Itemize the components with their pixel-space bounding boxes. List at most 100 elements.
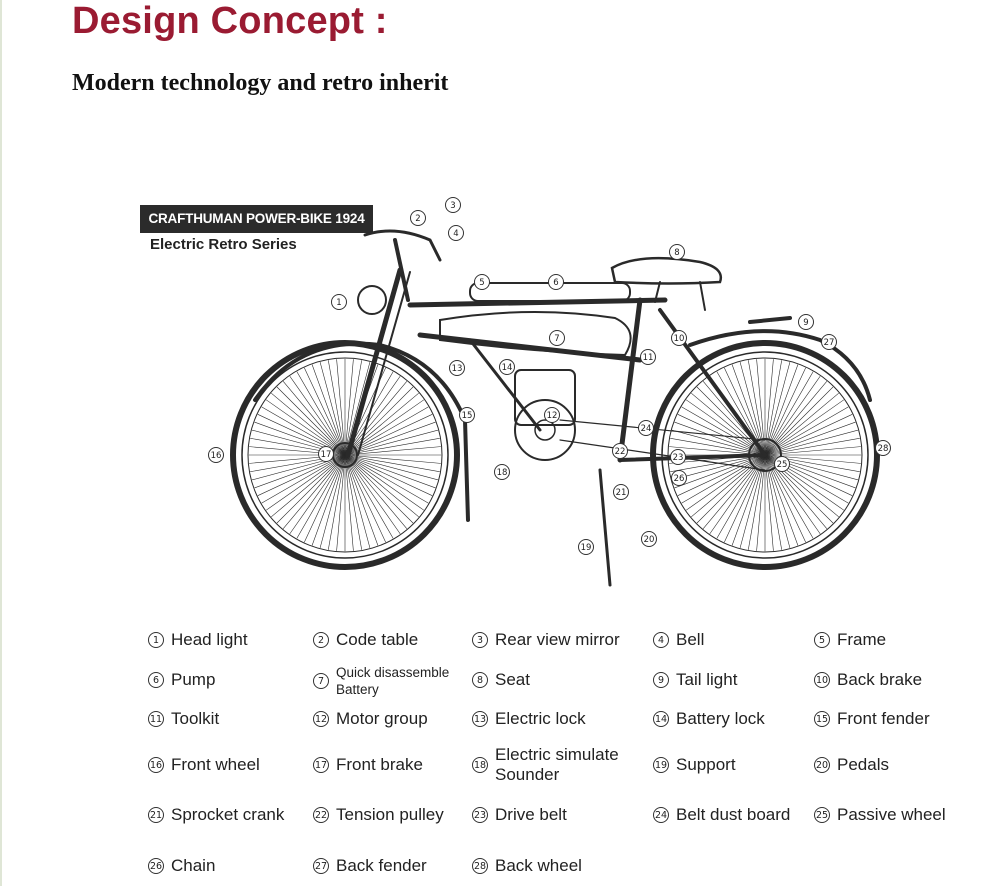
legend-number: 26: [148, 858, 164, 874]
legend-item-5: 5 Frame: [814, 630, 886, 650]
legend-label: Drive belt: [495, 805, 567, 825]
legend-number: 19: [653, 757, 669, 773]
legend-item-26: 26Chain: [148, 856, 215, 876]
svg-text:6: 6: [553, 278, 558, 288]
front-wheel-drawing: [233, 343, 457, 567]
callout-23: 23: [671, 450, 686, 465]
legend-item-23: 23 Drive belt: [472, 805, 567, 825]
svg-text:25: 25: [777, 460, 788, 470]
svg-text:28: 28: [878, 444, 889, 454]
legend-label: Support: [676, 755, 736, 775]
svg-text:27: 27: [824, 338, 835, 348]
legend-label: Sprocket crank: [171, 805, 284, 825]
legend-number: 25: [814, 807, 830, 823]
callout-2: 2: [411, 211, 426, 226]
legend-label: Code table: [336, 630, 418, 650]
legend-label: Bell: [676, 630, 704, 650]
legend-label: Quick disassemble Battery: [336, 664, 461, 698]
legend-number: 11: [148, 711, 164, 727]
legend-label: Pedals: [837, 755, 889, 775]
callout-26: 26: [672, 471, 687, 486]
legend-number: 14: [653, 711, 669, 727]
svg-text:21: 21: [616, 488, 627, 498]
callout-21: 21: [614, 485, 629, 500]
legend-number: 4: [653, 632, 669, 648]
legend-label: Head light: [171, 630, 248, 650]
legend-label: Frame: [837, 630, 886, 650]
callout-28: 28: [876, 441, 891, 456]
callout-8: 8: [670, 245, 685, 260]
legend-number: 22: [313, 807, 329, 823]
callout-22: 22: [613, 444, 628, 459]
callout-15: 15: [460, 408, 475, 423]
legend-label: Motor group: [336, 709, 428, 729]
legend-item-4: 4 Bell: [653, 630, 704, 650]
callout-9: 9: [799, 315, 814, 330]
legend-number: 27: [313, 858, 329, 874]
legend-label: Belt dust board: [676, 805, 790, 825]
legend-item-16: 16 Front wheel: [148, 755, 260, 775]
legend-number: 9: [653, 672, 669, 688]
legend-number: 13: [472, 711, 488, 727]
legend-item-24: 24 Belt dust board: [653, 805, 790, 825]
legend-number: 7: [313, 673, 329, 689]
callout-4: 4: [449, 226, 464, 241]
callout-1: 1: [332, 295, 347, 310]
legend-number: 16: [148, 757, 164, 773]
svg-text:22: 22: [615, 447, 626, 457]
callout-12: 12: [545, 408, 560, 423]
legend-number: 5: [814, 632, 830, 648]
legend-label: Front wheel: [171, 755, 260, 775]
legend-label: Passive wheel: [837, 805, 946, 825]
svg-text:18: 18: [497, 468, 508, 478]
svg-text:2: 2: [415, 214, 420, 224]
legend-number: 23: [472, 807, 488, 823]
svg-text:10: 10: [674, 334, 685, 344]
callout-17: 17: [319, 447, 334, 462]
legend-label: Tension pulley: [336, 805, 444, 825]
legend-label: Tail light: [676, 670, 737, 690]
legend-label: Electric simulate Sounder: [495, 745, 640, 785]
svg-text:19: 19: [581, 543, 592, 553]
svg-text:5: 5: [479, 278, 484, 288]
svg-text:12: 12: [547, 411, 558, 421]
legend-item-21: 21 Sprocket crank: [148, 805, 284, 825]
legend-number: 15: [814, 711, 830, 727]
legend-item-17: 17Front brake: [313, 755, 423, 775]
legend-number: 20: [814, 757, 830, 773]
legend-item-27: 27Back fender: [313, 856, 427, 876]
svg-text:16: 16: [211, 451, 222, 461]
callout-16: 16: [209, 448, 224, 463]
legend-item-9: 9 Tail light: [653, 670, 737, 690]
legend-label: Front brake: [336, 755, 423, 775]
svg-text:13: 13: [452, 364, 463, 374]
legend-label: Electric lock: [495, 709, 586, 729]
legend-number: 10: [814, 672, 830, 688]
legend-label: Seat: [495, 670, 530, 690]
legend-number: 24: [653, 807, 669, 823]
legend-label: Rear view mirror: [495, 630, 620, 650]
legend-number: 21: [148, 807, 164, 823]
legend-item-13: 13 Electric lock: [472, 709, 586, 729]
svg-text:14: 14: [502, 363, 513, 373]
callout-20: 20: [642, 532, 657, 547]
svg-text:4: 4: [453, 229, 458, 239]
svg-text:24: 24: [641, 424, 652, 434]
svg-text:26: 26: [674, 474, 685, 484]
legend-item-8: 8 Seat: [472, 670, 530, 690]
legend-label: Pump: [171, 670, 215, 690]
callout-25: 25: [775, 457, 790, 472]
callout-27: 27: [822, 335, 837, 350]
legend-number: 8: [472, 672, 488, 688]
callout-7: 7: [550, 331, 565, 346]
legend-item-7: 7 Quick disassemble Battery: [313, 664, 461, 698]
svg-text:9: 9: [803, 318, 808, 328]
